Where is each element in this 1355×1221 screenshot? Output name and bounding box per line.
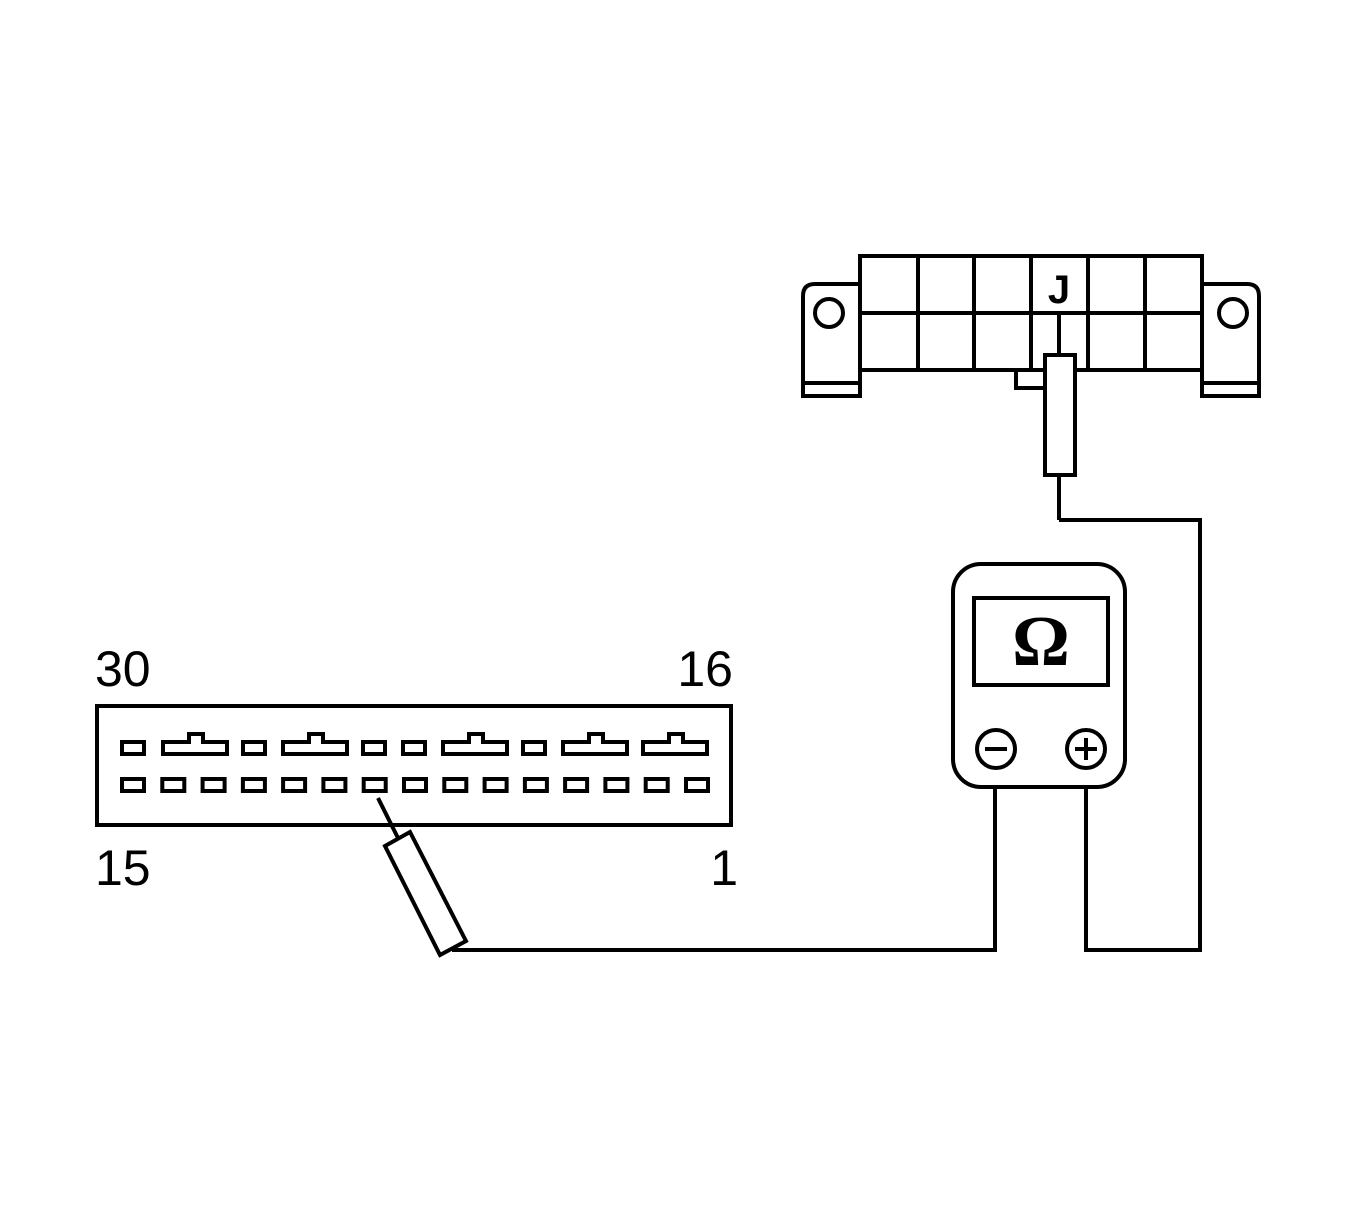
probe-bottom — [376, 797, 469, 958]
pin-cavity — [643, 777, 670, 793]
ohmmeter — [951, 562, 1127, 789]
pin-cavity — [281, 777, 308, 793]
pin-cavity — [603, 777, 630, 793]
connector-pins — [120, 732, 710, 793]
pin-label-30: 30 — [95, 641, 151, 697]
pin-cavity — [361, 740, 387, 756]
pin-cavity — [401, 740, 427, 756]
pin-cavity — [563, 777, 590, 793]
data-link-connector — [801, 254, 1261, 398]
pin-cavity — [684, 777, 710, 793]
pin-cavity — [442, 777, 469, 793]
pin-cavity — [522, 777, 549, 793]
pin-cavity — [161, 732, 229, 756]
test-leads — [452, 518, 1202, 952]
pin-cavity — [521, 740, 547, 756]
pin-cavity — [641, 732, 709, 756]
pin-label-15: 15 — [95, 840, 151, 896]
pin-cavity — [281, 732, 349, 756]
pin-cavity — [402, 777, 428, 793]
module-connector — [95, 704, 733, 827]
pin-cavity — [200, 777, 227, 793]
pin-cavity — [120, 777, 146, 793]
pin-cavity — [561, 732, 629, 756]
pin-cavity — [441, 732, 509, 756]
negative-terminal-icon — [975, 728, 1017, 770]
pin-cavity — [120, 740, 146, 756]
pin-cavity — [241, 740, 267, 756]
positive-terminal-icon — [1065, 728, 1107, 770]
probe-top — [1043, 313, 1077, 520]
pin-cavity — [361, 777, 388, 793]
pin-cavity — [240, 777, 267, 793]
pin-label-1: 1 — [710, 840, 738, 896]
ohm-symbol: Ω — [1012, 601, 1070, 681]
terminal-j-label: J — [1048, 268, 1070, 312]
pin-label-16: 16 — [677, 641, 733, 697]
pin-cavity — [160, 777, 187, 793]
pin-cavity — [482, 777, 509, 793]
pin-cavity — [321, 777, 348, 793]
